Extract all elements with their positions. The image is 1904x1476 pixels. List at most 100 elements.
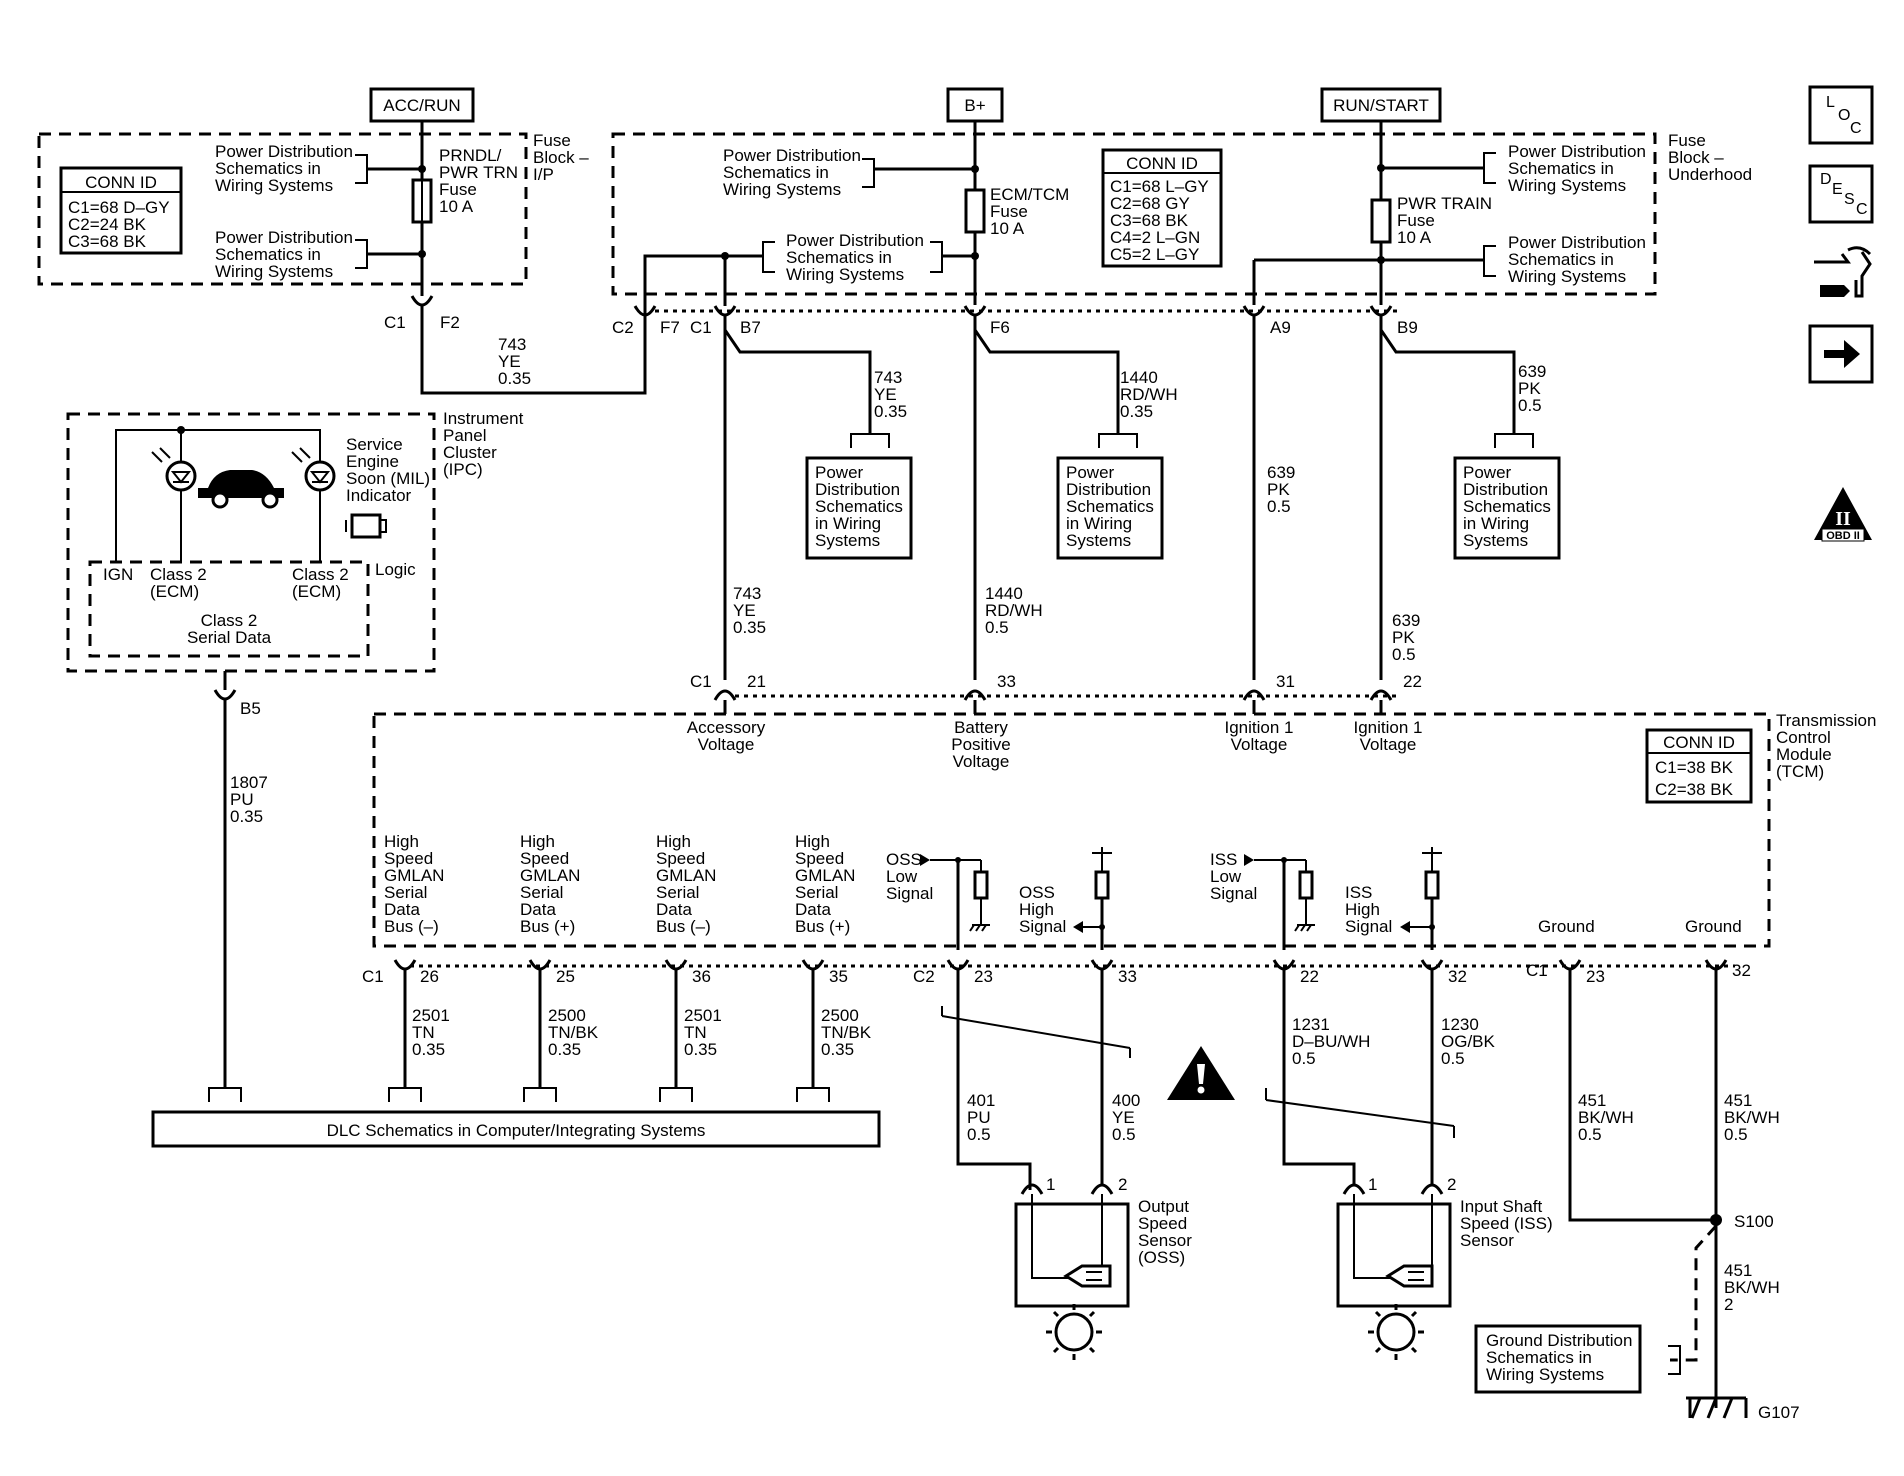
tcm-ign1b-1: Ignition 1 [1354, 718, 1423, 737]
description-icon[interactable]: D E S C [1808, 164, 1874, 224]
ground-circuit: 451 BK/WH 0.5 451 BK/WH 0.5 S100 451 BK/… [1474, 970, 1800, 1422]
w2500b-1: 2500 [821, 1006, 859, 1025]
w639a-2: PK [1267, 480, 1290, 499]
oss-high-2: High [1019, 900, 1054, 919]
output-speed-sensor: 1 2 Output Speed Sensor (OSS) [1014, 1175, 1192, 1360]
desc-letter-d: D [1820, 171, 1832, 188]
gm3-2: Speed [656, 849, 705, 868]
pd-box3-5: Systems [1463, 531, 1528, 550]
tcm-bot-33: 33 [1118, 967, 1137, 986]
w1231-1: 1231 [1292, 1015, 1330, 1034]
w451c-1: 451 [1724, 1261, 1752, 1280]
instrument-panel-cluster: Instrument Panel Cluster (IPC) Service E… [66, 409, 524, 1088]
ip-pd-bottom-3: Wiring Systems [215, 262, 333, 281]
mil-1: Service [346, 435, 403, 454]
mil-2: Engine [346, 452, 399, 471]
oss-high-3: Signal [1019, 917, 1066, 936]
w2500a-3: 0.35 [548, 1040, 581, 1059]
ipc-title-1: Instrument [443, 409, 524, 428]
gmlan-wires: 2501 TN 0.35 2500 TN/BK 0.35 2501 TN 0.3… [151, 970, 881, 1148]
ip-fuse-3: Fuse [439, 180, 477, 199]
ipc-title-3: Cluster [443, 443, 497, 462]
uh-pin-c1: C1 [690, 318, 712, 337]
tcm-ground-1: Ground [1538, 917, 1595, 936]
ground-id: G107 [1758, 1403, 1800, 1422]
iss-label-2: Speed (ISS) [1460, 1214, 1553, 1233]
sensor-tone-wheel-icon [1046, 1304, 1102, 1360]
uh-fuse-ecm-3: 10 A [990, 219, 1025, 238]
iss-label-3: Sensor [1460, 1231, 1514, 1250]
w2500a-1: 2500 [548, 1006, 586, 1025]
fuse-block-ip-conn-3: C3=68 BK [68, 232, 147, 251]
iss-low-2: Low [1210, 867, 1242, 886]
w1231-2: D–BU/WH [1292, 1032, 1370, 1051]
desc-letter-c: C [1856, 201, 1868, 218]
gm4-5: Data [795, 900, 831, 919]
w639c-1: 639 [1392, 611, 1420, 630]
w2500a-2: TN/BK [548, 1023, 599, 1042]
iss-pin-1: 1 [1368, 1175, 1377, 1194]
ground-dist-2: Schematics in [1486, 1348, 1592, 1367]
tcm-title-2: Control [1776, 728, 1831, 747]
chassis-ground-icon [1686, 1396, 1748, 1419]
uh-fuse-ecm-1: ECM/TCM [990, 185, 1069, 204]
w451b-3: 0.5 [1724, 1125, 1748, 1144]
tcm-top-22: 22 [1403, 672, 1422, 691]
ip-pd-bottom-1: Power Distribution [215, 228, 353, 247]
gm3-1: High [656, 832, 691, 851]
tcm-bat-1: Battery [954, 718, 1008, 737]
desc-letter-e: E [1832, 181, 1843, 198]
gm3-4: Serial [656, 883, 699, 902]
gm3-6: Bus (–) [656, 917, 711, 936]
uh-pd-tr-1: Power Distribution [1508, 142, 1646, 161]
gm2-6: Bus (+) [520, 917, 575, 936]
w1230-2: OG/BK [1441, 1032, 1496, 1051]
oss-pin-1: 1 [1046, 1175, 1055, 1194]
tcm-acc-2: Voltage [698, 735, 755, 754]
ip-pd-bottom-2: Schematics in [215, 245, 321, 264]
ipc-serial-2: Serial Data [187, 628, 272, 647]
uh-conn-2: C2=68 GY [1110, 194, 1190, 213]
oss-label-2: Speed [1138, 1214, 1187, 1233]
tcm-acc-1: Accessory [687, 718, 766, 737]
pd-box2-2: Distribution [1066, 480, 1151, 499]
uh-fuse-pwr-3: 10 A [1397, 228, 1432, 247]
tcm-bot-26: 26 [420, 967, 439, 986]
uh-pd-ml-1: Power Distribution [786, 231, 924, 250]
supply-acc-run-label: ACC/RUN [383, 96, 460, 115]
w451b-2: BK/WH [1724, 1108, 1780, 1127]
side-icons: L O C D E S C II OBD II [1808, 85, 1874, 542]
pd-box2-3: Schematics [1066, 497, 1154, 516]
uh-conn-title: CONN ID [1126, 154, 1198, 173]
connector-wrench-icon[interactable] [1814, 246, 1872, 298]
uh-fuse-pwr-1: PWR TRAIN [1397, 194, 1492, 213]
w1230-1: 1230 [1441, 1015, 1479, 1034]
w451a-3: 0.5 [1578, 1125, 1602, 1144]
tcm-bot-25: 25 [556, 967, 575, 986]
w1807-2: PU [230, 790, 254, 809]
sensor-tone-wheel-icon [1368, 1304, 1424, 1360]
fuse-block-ip-title-3: I/P [533, 165, 554, 184]
w2500b-3: 0.35 [821, 1040, 854, 1059]
w2501b-3: 0.35 [684, 1040, 717, 1059]
w451c-3: 2 [1724, 1295, 1733, 1314]
uh-conn-4: C4=2 L–GN [1110, 228, 1200, 247]
w639b-3: 0.5 [1518, 396, 1542, 415]
iss-label-1: Input Shaft [1460, 1197, 1543, 1216]
supply-b-plus-label: B+ [964, 96, 985, 115]
tcm-bot-23a: 23 [974, 967, 993, 986]
mil-3: Soon (MIL) [346, 469, 430, 488]
tcm-conn-2: C2=38 BK [1655, 780, 1734, 799]
ip-pd-top-3: Wiring Systems [215, 176, 333, 195]
fuse-block-ip-title-2: Block – [533, 148, 589, 167]
oss-low-1: OSS [886, 850, 922, 869]
input-shaft-speed-sensor: 1 2 Input Shaft Speed (ISS) Sensor [1336, 1175, 1553, 1360]
location-icon[interactable]: L O C [1808, 85, 1874, 145]
oss-low-2: Low [886, 867, 918, 886]
arrow-right-icon[interactable] [1808, 324, 1874, 384]
ip-fuse-1: PRNDL/ [439, 146, 502, 165]
ip-conn-c1: C1 [384, 313, 406, 332]
pd-box1-2: Distribution [815, 480, 900, 499]
pd-box3-4: in Wiring [1463, 514, 1529, 533]
